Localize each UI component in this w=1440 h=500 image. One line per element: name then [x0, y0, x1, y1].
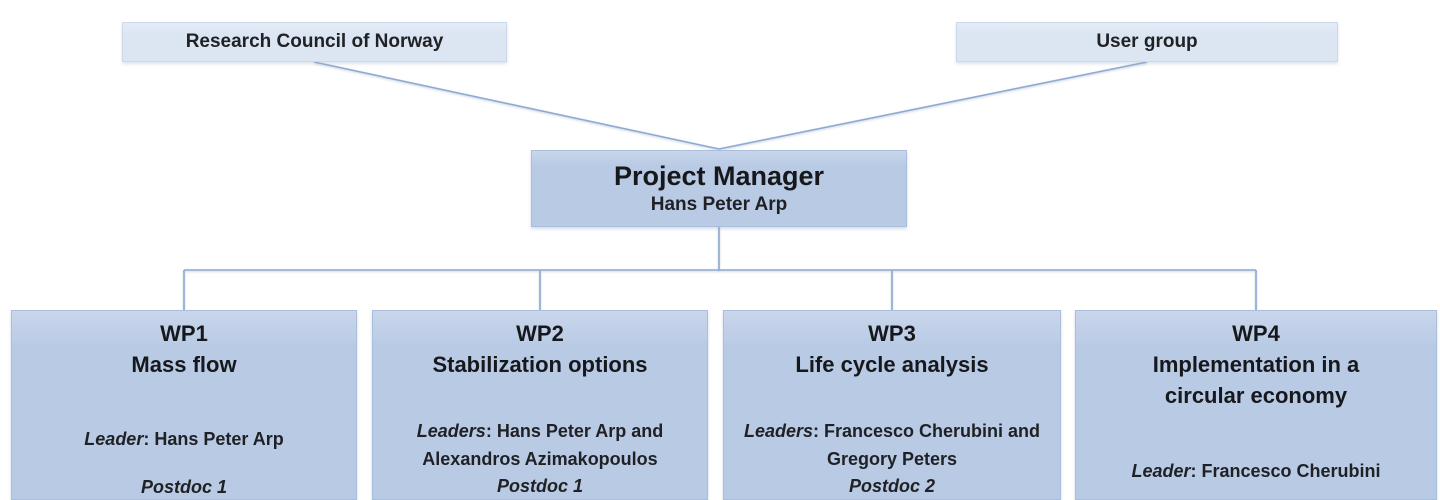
wp4-leader-line: Leader: Francesco Cherubini [1123, 457, 1388, 486]
funder-label-user-group: User group [1096, 31, 1198, 52]
wp3-heading: WP3 Life cycle analysis [795, 319, 988, 381]
connector-funder-right-diagonal [718, 61, 1148, 150]
wp2-leader-names: : Hans Peter Arp and [485, 420, 664, 441]
wp1-title: Mass flow [131, 351, 237, 377]
wp2-leader-label: Leaders [416, 420, 486, 441]
wp1-leader-label: Leader [84, 428, 144, 449]
project-manager-title: Project Manager [613, 160, 825, 191]
wp4-box: WP4 Implementation in a circular economy… [1075, 310, 1437, 500]
wp3-id: WP3 [868, 321, 916, 346]
wp2-box: WP2 Stabilization options Leaders: Hans … [372, 310, 708, 500]
wp4-leader-label: Leader [1131, 461, 1191, 482]
wp1-heading: WP1 Mass flow [131, 319, 236, 381]
wp3-leader-names: : Francesco Cherubini and [813, 420, 1041, 441]
wp2-id: WP2 [516, 321, 564, 346]
funder-box-user-group: User group [956, 22, 1338, 62]
wp3-postdoc: Postdoc 2 [848, 476, 936, 497]
wp1-leader-line: Leader: Hans Peter Arp [76, 425, 291, 454]
wp4-leader-names: : Francesco Cherubini [1190, 461, 1381, 482]
wp3-box: WP3 Life cycle analysis Leaders: Frances… [723, 310, 1061, 500]
wp3-leader-names-line2: Gregory Peters [826, 449, 958, 470]
wp3-title: Life cycle analysis [795, 351, 989, 377]
wp3-leader-label: Leaders [743, 420, 813, 441]
wp4-id: WP4 [1232, 321, 1280, 346]
wp2-title: Stabilization options [432, 351, 648, 377]
wp2-leader-names-line2: Alexandros Azimakopoulos [422, 449, 658, 470]
wp1-box: WP1 Mass flow Leader: Hans Peter Arp Pos… [11, 310, 357, 500]
project-manager-name: Hans Peter Arp [650, 194, 788, 216]
connector-funder-left-diagonal [313, 61, 720, 150]
wp2-postdoc: Postdoc 1 [496, 476, 584, 497]
wp2-leader-line: Leaders: Hans Peter Arp and Alexandros A… [409, 417, 671, 475]
wp2-heading: WP2 Stabilization options [432, 319, 647, 381]
wp4-heading: WP4 Implementation in a circular economy [1129, 319, 1384, 411]
project-manager-box: Project Manager Hans Peter Arp [531, 150, 907, 227]
wp1-leader-names: : Hans Peter Arp [143, 428, 284, 449]
wp4-title: Implementation in a circular economy [1152, 351, 1360, 408]
wp3-leader-line: Leaders: Francesco Cherubini and Gregory… [736, 417, 1048, 475]
wp1-id: WP1 [160, 321, 208, 346]
funder-label-research-council: Research Council of Norway [185, 31, 444, 52]
wp1-postdoc: Postdoc 1 [140, 477, 228, 498]
funder-box-research-council: Research Council of Norway [122, 22, 507, 62]
